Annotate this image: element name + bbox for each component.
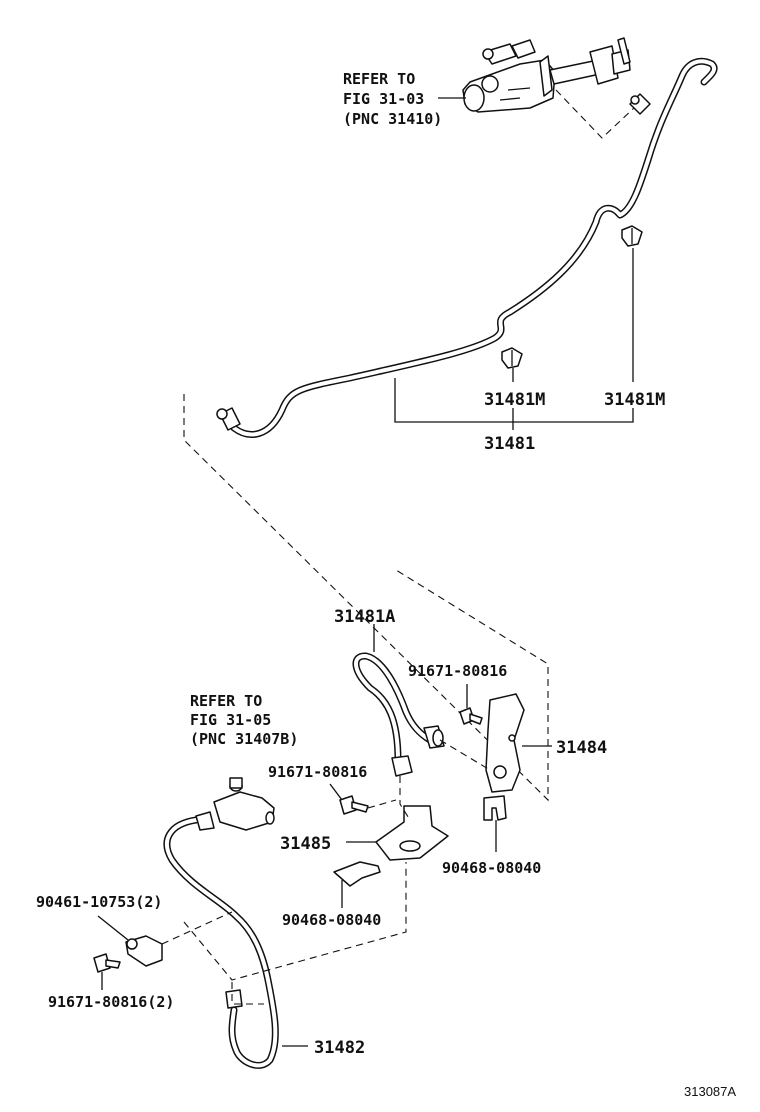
svg-text:FIG 31-03: FIG 31-03 xyxy=(343,90,424,108)
refer-to-bottom: REFER TO FIG 31-05 (PNC 31407B) xyxy=(190,692,298,748)
svg-text:REFER TO: REFER TO xyxy=(190,692,262,710)
clip-90468-08040-right xyxy=(483,795,507,821)
pipe-fitting-upper-left xyxy=(216,407,241,431)
label-31485: 31485 xyxy=(280,834,331,854)
dash-hose-to-bracket xyxy=(439,739,491,771)
bolt-91671-80816-bottom xyxy=(93,953,121,973)
label-91671-80816-mid: 91671-80816 xyxy=(268,763,367,781)
clamp-31481m-a xyxy=(501,347,523,369)
dash-hose-to-31485 xyxy=(399,776,411,821)
clutch-line-31482 xyxy=(163,816,279,1069)
label-31482: 31482 xyxy=(314,1038,365,1058)
union-fitting xyxy=(213,777,275,831)
clutch-line-31481 xyxy=(230,57,718,438)
bolt-91671-80816-top xyxy=(459,707,483,725)
dash-bolt-mid xyxy=(367,799,397,809)
hose-end-fitting xyxy=(391,725,445,777)
label-31481m-b: 31481M xyxy=(604,390,665,410)
svg-text:(PNC 31407B): (PNC 31407B) xyxy=(190,730,298,748)
label-31481m-a: 31481M xyxy=(484,390,545,410)
clutch-master-cylinder xyxy=(462,37,631,113)
label-91671-80816-top: 91671-80816 xyxy=(408,662,507,680)
bolt-91671-80816-mid xyxy=(339,795,369,815)
label-90468-08040-right: 90468-08040 xyxy=(442,859,541,877)
dash-upper-to-lower xyxy=(183,394,549,802)
bracket-31484 xyxy=(485,693,525,793)
label-90461-10753: 90461-10753(2) xyxy=(36,893,162,911)
leader-90461 xyxy=(97,915,129,941)
bracket-31481 xyxy=(394,378,634,423)
clamp-31481m-b xyxy=(621,225,643,247)
clamp-90461-10753 xyxy=(125,935,163,967)
label-31481: 31481 xyxy=(484,434,535,454)
dash-master-to-line xyxy=(555,89,635,139)
label-31481a: 31481A xyxy=(334,607,395,627)
svg-text:FIG 31-05: FIG 31-05 xyxy=(190,711,271,729)
pipe-fitting-upper-right xyxy=(629,93,651,115)
label-31484: 31484 xyxy=(556,738,607,758)
dash-clamp-to-line xyxy=(161,911,233,945)
refer-to-top: REFER TO FIG 31-03 (PNC 31410) xyxy=(343,70,442,128)
svg-text:REFER TO: REFER TO xyxy=(343,70,415,88)
leader-91671-mid xyxy=(329,783,343,801)
label-91671-80816-bottom: 91671-80816(2) xyxy=(48,993,174,1011)
figure-code: 313087A xyxy=(684,1084,736,1099)
label-90468-08040-left: 90468-08040 xyxy=(282,911,381,929)
dash-line-to-bracket xyxy=(183,862,407,981)
svg-text:(PNC 31410): (PNC 31410) xyxy=(343,110,442,128)
clip-90468-08040-left xyxy=(333,861,381,887)
bracket-31485 xyxy=(375,805,449,861)
